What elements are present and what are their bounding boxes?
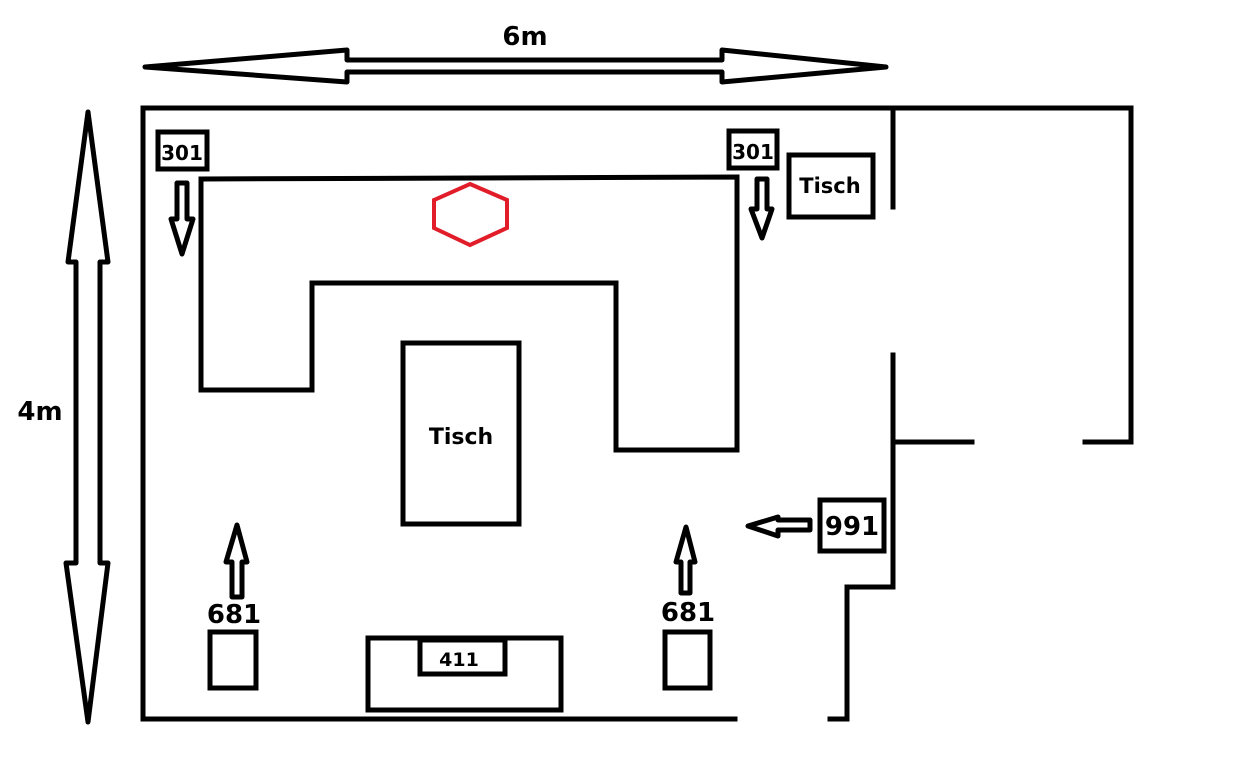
device-991-box [817,497,887,554]
arrow-up-icon [223,522,250,600]
arrow-down-icon [168,180,196,257]
hexagon-marker [432,181,509,248]
device-301-left-box [155,129,210,172]
width-dimension-arrow [142,47,889,85]
corner-table-label: Tisch [799,174,860,198]
walls [140,105,1134,722]
u-shaped-counter [198,174,740,453]
device-681-right-label: 681 [661,598,715,628]
arrow-down-icon [748,176,775,241]
arrow-up-icon [673,524,698,596]
device-681-right-box [662,629,713,691]
device-411-label: 411 [439,649,479,671]
corner-table [786,152,876,220]
device-991-label: 991 [825,512,879,542]
center-table-label: Tisch [429,425,493,450]
device-411-box [417,637,508,677]
arrow-left-icon [745,514,813,539]
device-301-right-box [726,128,780,171]
height-label: 4m [17,397,62,427]
device-681-left-box [207,629,259,691]
device-301-left-label: 301 [161,141,203,165]
device-681-left-label: 681 [207,600,261,630]
center-table [400,340,522,527]
height-dimension-arrow [63,109,111,725]
width-label: 6m [502,22,547,52]
device-301-right-label: 301 [732,140,774,164]
